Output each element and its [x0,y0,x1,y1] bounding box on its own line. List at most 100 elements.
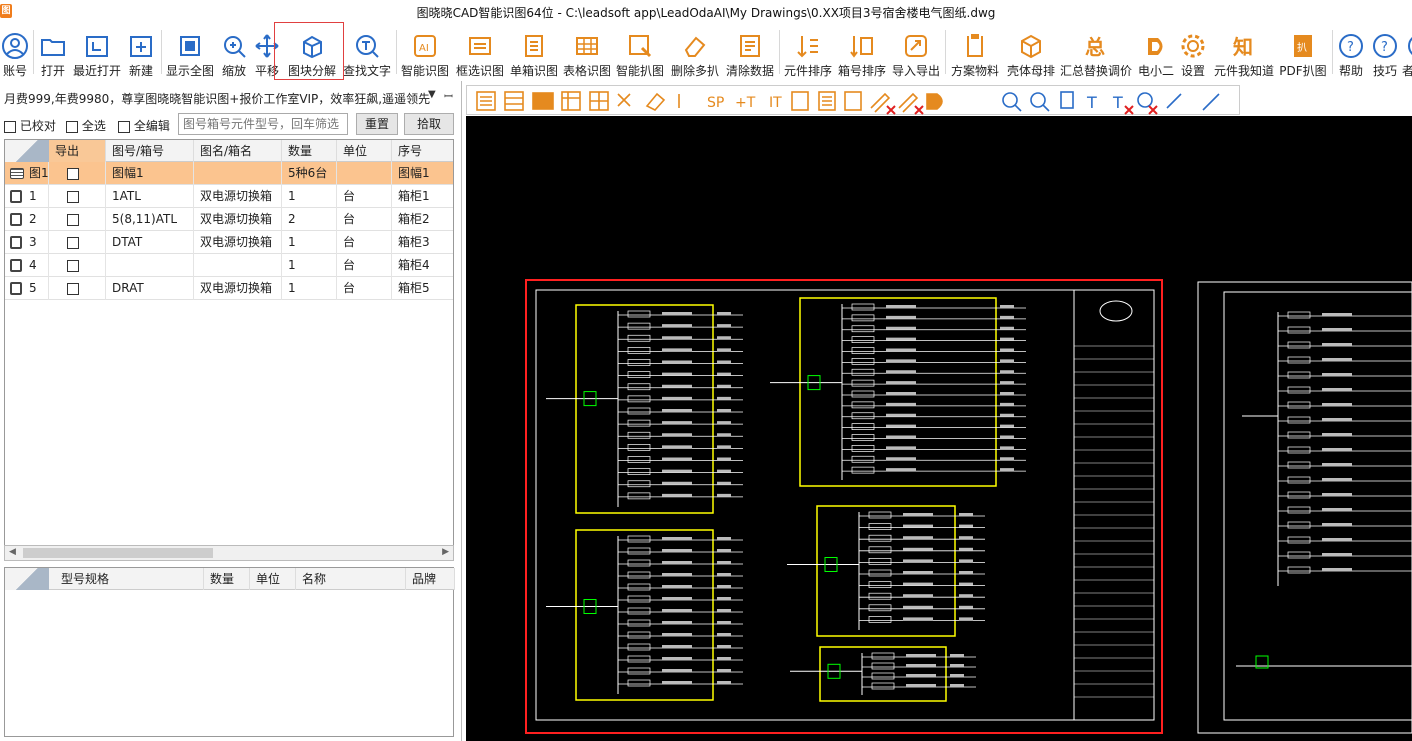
plan-materials-button[interactable]: 方案物料 [948,28,1002,78]
unit-cell [337,162,392,185]
scroll-right-icon[interactable]: ▶ [442,547,449,557]
help-button[interactable]: ? 帮助 [1336,28,1366,78]
scrollbar-thumb[interactable] [23,548,213,558]
dianxiaoer-button[interactable]: 电小二 [1136,28,1176,78]
pdf-grab-button[interactable]: 扒 PDF扒图 [1278,28,1328,78]
seq-cell: 箱柜2 [392,208,453,231]
new-button[interactable]: 新建 [124,28,158,78]
enclosure-busbar-button[interactable]: 壳体母排 [1004,28,1058,78]
account-button[interactable]: 账号 [0,28,30,78]
unit-cell: 台 [337,231,392,254]
import-export-button[interactable]: 导入导出 [890,28,942,78]
col-unit[interactable]: 单位 [337,140,392,162]
seq-cell: 箱柜1 [392,185,453,208]
delete-multi-grab-button[interactable]: 删除多扒 [668,28,722,78]
col-export[interactable]: 导出 [49,140,106,162]
zoom-button[interactable]: 缩放 [218,28,250,78]
col-brand[interactable]: 品牌 [406,568,455,590]
qty-cell: 1 [282,231,337,254]
settings-button[interactable]: 设置 [1176,28,1210,78]
col-qty[interactable]: 数量 [282,140,337,162]
qty-cell: 1 [282,254,337,277]
col-name2[interactable]: 名称 [296,568,406,590]
col-unit2[interactable]: 单位 [250,568,296,590]
col-model[interactable]: 型号规格 [49,568,204,590]
more-icon [1408,37,1412,55]
recent-button[interactable]: 最近打开 [72,28,122,78]
component-sort-button[interactable]: 元件排序 [782,28,834,78]
single-box-recognize-button[interactable]: 单箱识图 [508,28,560,78]
smart-recognize-button[interactable]: AI 智能识图 [400,28,450,78]
pick-button[interactable]: 拾取 [404,113,454,135]
col-qty2[interactable]: 数量 [204,568,250,590]
dropdown-arrow-icon[interactable]: ▼ [428,89,436,100]
col-seq[interactable]: 序号 [392,140,453,162]
smart-grab-button[interactable]: 智能扒图 [614,28,666,78]
svg-text:总: 总 [1085,35,1105,59]
col-code[interactable]: 图号/箱号 [106,140,194,162]
row-number-cell: 1 [5,185,49,208]
row-number-cell: 3 [5,231,49,254]
row-number-cell: 2 [5,208,49,231]
reset-button[interactable]: 重置 [356,113,398,135]
checkbox-icon [67,236,79,249]
component-knowledge-button[interactable]: 知 元件我知道 [1212,28,1276,78]
box-recognize-button[interactable]: 框选识图 [454,28,506,78]
schematic-box [819,646,947,702]
export-cell[interactable] [49,277,106,300]
tips-button[interactable]: ? 技巧 [1370,28,1400,78]
export-cell[interactable] [49,208,106,231]
export-cell[interactable] [49,162,106,185]
qty-cell: 2 [282,208,337,231]
unit-cell: 台 [337,208,392,231]
find-text-button[interactable]: 查找文字 [342,28,392,78]
export-cell[interactable] [49,231,106,254]
scroll-left-icon[interactable]: ◀ [9,547,16,557]
export-cell[interactable] [49,254,106,277]
row-number-cell: 4 [5,254,49,277]
gear-icon [1181,34,1205,58]
pan-button[interactable]: 平移 [252,28,282,78]
code-cell [106,254,194,277]
grid2-header: 型号规格 数量 单位 名称 品牌 [5,568,455,590]
select-all-checkbox[interactable]: 全选 [66,117,106,134]
cabinet-icon [10,213,22,226]
summary-replace-button[interactable]: 总 汇总替换调价 [1058,28,1134,78]
clear-data-button[interactable]: 清除数据 [724,28,776,78]
active-tool-highlight [274,22,344,80]
schematic-box [799,297,997,487]
pin-icon[interactable]: ꟷ [444,90,453,103]
checkbox-icon [66,120,78,133]
filter-input[interactable] [178,113,348,135]
horizontal-scrollbar[interactable]: ◀ ▶ [4,545,454,561]
col-name[interactable]: 图名/箱名 [194,140,282,162]
name-cell: 双电源切换箱 [194,208,282,231]
open-button[interactable]: 打开 [36,28,70,78]
box-number-sort-button[interactable]: 箱号排序 [836,28,888,78]
export-cell[interactable] [49,185,106,208]
seq-cell: 图幅1 [392,162,453,185]
single-box-icon [525,35,543,57]
main-ribbon: 账号 打开 最近打开 新建 显示全图 缩放 平移 图块分解 查找文字 AI 智能… [0,24,1412,81]
grid-header: 导出 图号/箱号 图名/箱名 数量 单位 序号 [5,140,453,162]
show-all-button[interactable]: 显示全图 [164,28,216,78]
checkbox-icon [118,120,130,133]
more-button[interactable]: 者 [1402,28,1412,78]
material-grid: 型号规格 数量 单位 名称 品牌 [4,567,455,737]
row-number-cell: 图1 [5,162,49,185]
checked-filter[interactable]: 已校对 [4,117,56,134]
import-export-icon [905,35,927,57]
block-explode-button[interactable]: 图块分解 [284,28,340,78]
recent-icon [86,36,108,57]
table-recognize-button[interactable]: 表格识图 [562,28,612,78]
svg-text:T: T [1086,93,1097,112]
pan-icon [255,34,279,58]
edit-all-checkbox[interactable]: 全编辑 [118,117,170,134]
cad-drawing-canvas[interactable] [466,116,1412,741]
